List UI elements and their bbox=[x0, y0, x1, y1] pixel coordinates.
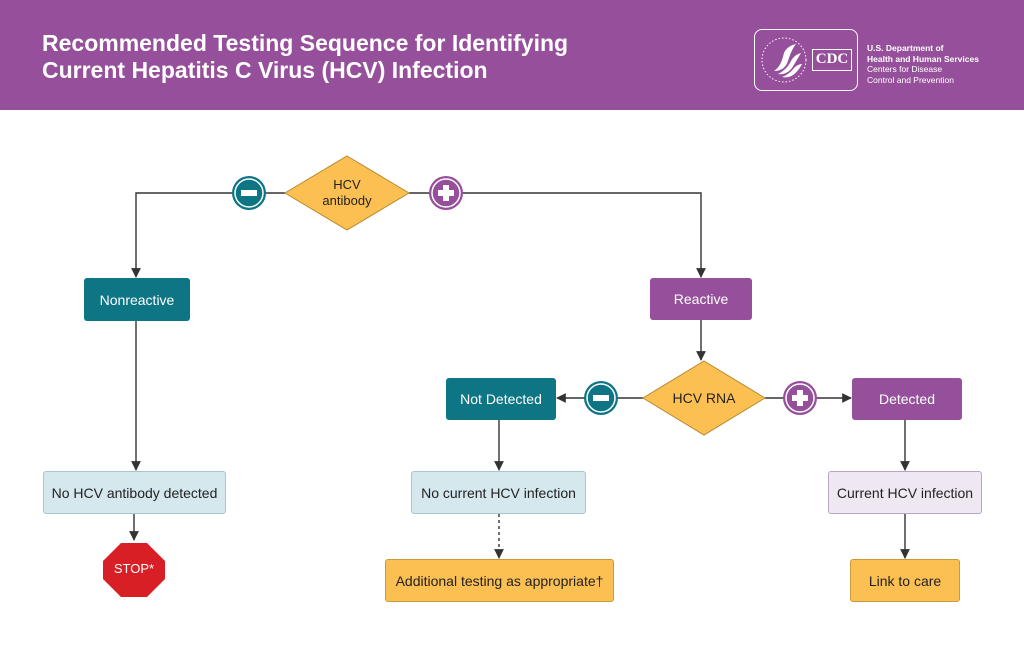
title-line-1: Recommended Testing Sequence for Identif… bbox=[42, 30, 569, 56]
link-to-care-box: Link to care bbox=[850, 559, 960, 602]
not-detected-box: Not Detected bbox=[446, 378, 556, 420]
no-current-infection-box: No current HCV infection bbox=[411, 471, 586, 514]
connector-antibody-positive bbox=[409, 192, 706, 278]
stop-octagon bbox=[103, 543, 165, 597]
no-antibody-detected-box: No HCV antibody detected bbox=[43, 471, 226, 514]
stop-label: STOP* bbox=[113, 561, 155, 576]
negative-badge-antibody bbox=[232, 176, 266, 210]
hcv-rna-label: HCV RNA bbox=[672, 390, 736, 406]
agency-line-1: U.S. Department of bbox=[867, 43, 944, 53]
title-line-2: Current Hepatitis C Virus (HCV) Infectio… bbox=[42, 57, 488, 83]
hhs-cdc-logo bbox=[754, 29, 858, 91]
agency-line-2: Health and Human Services bbox=[867, 53, 979, 64]
hhs-eagle-icon bbox=[761, 37, 807, 83]
positive-badge-antibody bbox=[429, 176, 463, 210]
cdc-logo-text: CDC bbox=[812, 49, 852, 71]
current-infection-box: Current HCV infection bbox=[828, 471, 982, 514]
agency-line-3: Centers for Disease bbox=[867, 64, 943, 74]
hcv-antibody-diamond bbox=[284, 155, 410, 231]
hcv-rna-diamond bbox=[642, 360, 766, 436]
hcv-antibody-label-line-1: HCV bbox=[333, 177, 361, 192]
hcv-antibody-label-line-2: antibody bbox=[322, 193, 372, 208]
agency-name: U.S. Department of Health and Human Serv… bbox=[867, 43, 979, 85]
connector-antibody-negative bbox=[131, 192, 285, 278]
header-banner: Recommended Testing Sequence for Identif… bbox=[0, 0, 1024, 110]
negative-badge-rna bbox=[584, 381, 618, 415]
additional-testing-box: Additional testing as appropriate† bbox=[385, 559, 614, 602]
reactive-box: Reactive bbox=[650, 278, 752, 320]
page-title: Recommended Testing Sequence for Identif… bbox=[42, 30, 568, 84]
detected-box: Detected bbox=[852, 378, 962, 420]
nonreactive-box: Nonreactive bbox=[84, 278, 190, 321]
agency-line-4: Control and Prevention bbox=[867, 74, 954, 85]
hcv-antibody-label: HCV antibody bbox=[305, 177, 389, 209]
positive-badge-rna bbox=[783, 381, 817, 415]
